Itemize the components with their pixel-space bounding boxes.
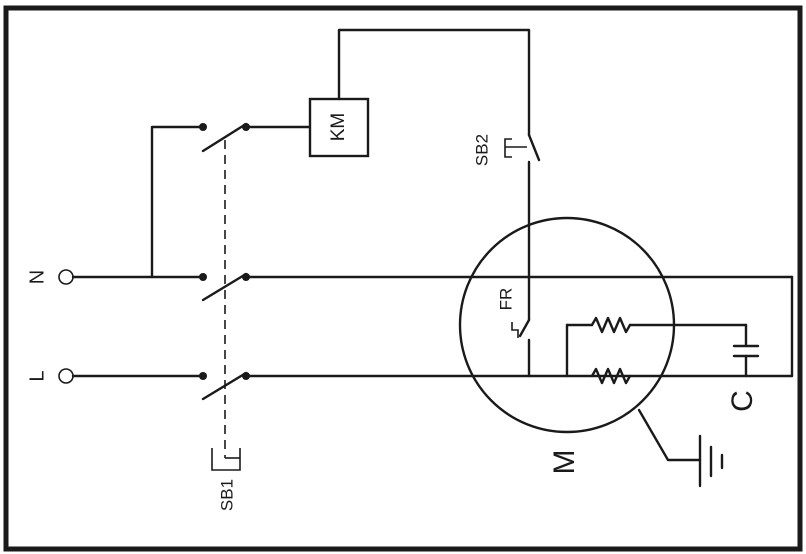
- terminal-l-label: L: [26, 370, 48, 381]
- winding-run: [590, 367, 632, 385]
- sb2-pushbutton: [504, 133, 541, 322]
- sb1-contact-control: [201, 122, 248, 153]
- sb2-label: SB2: [472, 134, 491, 166]
- km-coil: [308, 97, 370, 158]
- km-label: KM: [328, 113, 349, 142]
- terminal-n-label: N: [26, 270, 48, 284]
- diagram-frame: [3, 5, 803, 552]
- terminal-l: [58, 368, 74, 384]
- wire-control-branch: [150, 125, 205, 279]
- capacitor-label: C: [726, 390, 759, 412]
- ground-symbol: [637, 408, 724, 488]
- sb1-actuator: [211, 448, 241, 471]
- sb1-label: SB1: [217, 479, 236, 511]
- motor-label: M: [548, 450, 581, 475]
- fr-label: FR: [496, 288, 515, 311]
- wire-km-top: [337, 28, 531, 137]
- fr-thermal-protector: [511, 318, 531, 378]
- sb1-contact-n: [201, 272, 248, 302]
- terminal-n: [58, 269, 74, 285]
- capacitor-c: [732, 323, 760, 378]
- winding-start: [590, 316, 632, 334]
